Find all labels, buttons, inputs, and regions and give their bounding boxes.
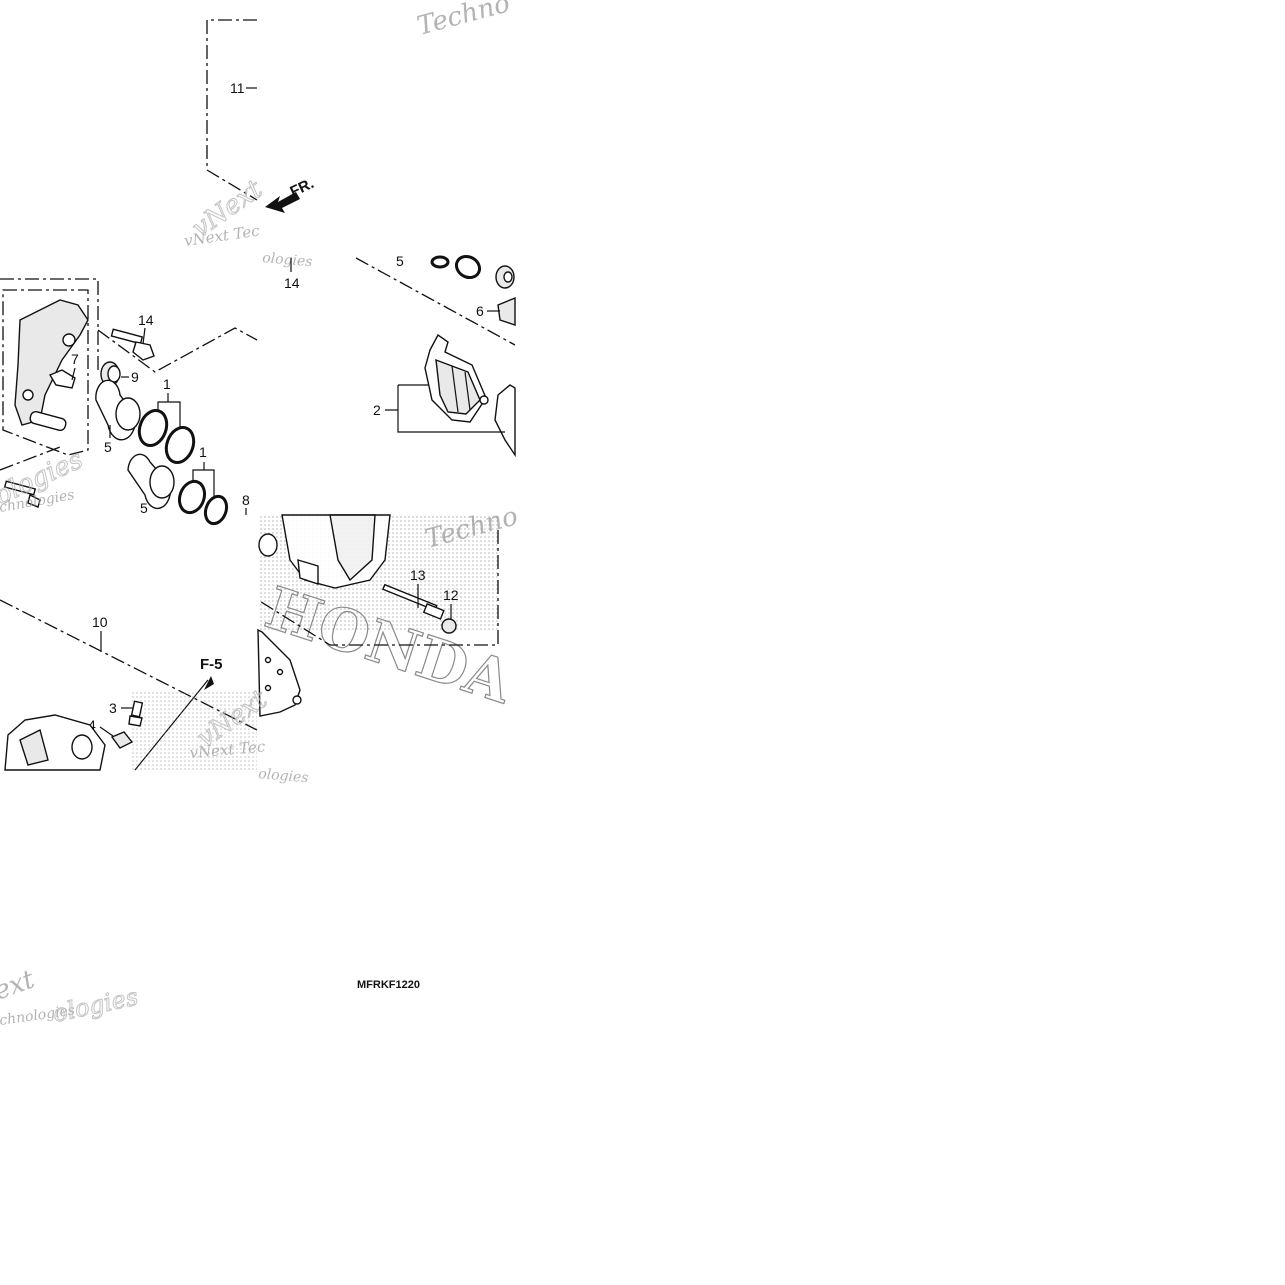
- callout-9: 9: [131, 369, 139, 385]
- piston-seal-pads-b: [430, 255, 450, 269]
- bracket-bolt: [3, 480, 41, 508]
- tile-caliper-body: HONDA Techno 13 12 ologie: [257, 501, 521, 786]
- leader-1-upper: [157, 393, 181, 428]
- leader-2: [385, 384, 505, 433]
- callout-14-pads: 14: [284, 275, 300, 291]
- callout-1-lower: 1: [199, 444, 207, 460]
- watermark-ologies-lower: ologies: [258, 766, 309, 786]
- bleeder-screw-3: [128, 700, 144, 727]
- watermark-techno-top: Techno: [414, 0, 513, 42]
- callout-1-upper: 1: [163, 376, 171, 392]
- front-direction-arrow-icon: [265, 192, 300, 213]
- tile-top: 11 FR. Techno vNext Tec vNext: [183, 0, 513, 250]
- caliper-outline-10: [0, 599, 258, 731]
- piston-5-upper: [95, 379, 141, 441]
- callout-5-pads: 5: [396, 253, 404, 269]
- pad-spring-clip-7: [48, 369, 76, 389]
- callout-7: 7: [71, 351, 79, 367]
- piston-seal-1c: [177, 479, 207, 515]
- pads-outline: [355, 257, 516, 346]
- callout-5-upper: 5: [104, 439, 112, 455]
- leader-4: [99, 726, 114, 737]
- pad-pin-13: [382, 583, 445, 620]
- callout-11: 11: [230, 80, 245, 96]
- callout-13: 13: [410, 567, 426, 583]
- piston-seal-1a: [137, 409, 169, 447]
- bleeder-cap-4: [110, 731, 134, 749]
- watermark-ologies-pads: ologies: [262, 250, 313, 270]
- callout-5-lower: 5: [140, 500, 148, 516]
- reference-label: F-5: [200, 656, 223, 673]
- callout-6: 6: [476, 303, 484, 319]
- bolt-outline: [0, 446, 61, 471]
- callout-12: 12: [443, 587, 459, 603]
- callout-14-bracket: 14: [138, 312, 154, 328]
- caliper-body-lower: [4, 714, 106, 771]
- leader-1-lower: [192, 462, 215, 498]
- piston-seal-1d: [203, 494, 229, 526]
- callout-2: 2: [373, 402, 381, 418]
- callout-10: 10: [92, 614, 108, 630]
- pad-retainer-6: [497, 296, 516, 326]
- callout-8: 8: [242, 492, 250, 508]
- direction-label: FR.: [288, 175, 317, 201]
- assembly-outline-11: [206, 19, 258, 201]
- piston-seal-pads-a: [454, 254, 482, 280]
- bracket-group-outline: [2, 289, 89, 456]
- watermark-ologies-ghost-bottom: ologies: [50, 983, 140, 1028]
- piston-seal-1b: [164, 426, 196, 464]
- leader-7: [71, 367, 76, 381]
- caliper-body-outline: [257, 530, 499, 646]
- tile-bleeder: 10 F-5 3 4 vNext Tec vNext: [0, 599, 274, 771]
- tile-bracket: 14 7 9 5 1 5: [0, 278, 258, 526]
- caliper-bracket: [14, 299, 89, 432]
- watermark-ext-bottom: ext: [0, 964, 39, 1006]
- callout-4: 4: [88, 717, 96, 733]
- callout-3: 3: [109, 700, 117, 716]
- pin-bolt-14: [110, 328, 155, 361]
- piston-pads: [495, 265, 515, 289]
- caliper-body-half: [257, 628, 302, 717]
- leader-14-bracket: [142, 327, 146, 345]
- assembly-outline-left: [0, 278, 99, 370]
- pin-outline: [97, 327, 258, 373]
- tile-pads: ologies 14 5 6 2: [262, 250, 516, 458]
- caliper-body: [258, 514, 391, 589]
- watermark-dot-field-left: [130, 690, 257, 770]
- piston-5-lower: [127, 453, 175, 510]
- brake-pad-set-2: [424, 333, 516, 458]
- diagram-code: MFRKF1220: [357, 979, 420, 991]
- pin-plug-12: [441, 618, 457, 634]
